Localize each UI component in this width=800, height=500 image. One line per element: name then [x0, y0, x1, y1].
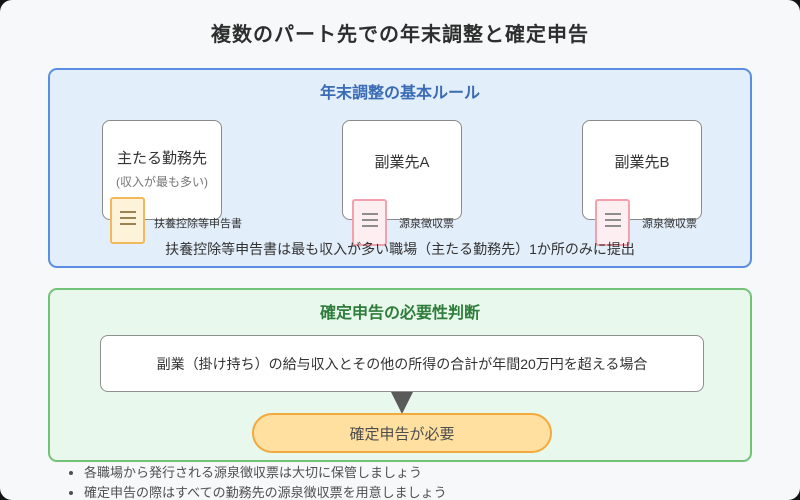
- workplace-name: 主たる勤務先: [116, 150, 207, 167]
- document-icon: [352, 199, 387, 246]
- page-title: 複数のパート先での年末調整と確定申告: [211, 24, 589, 46]
- down-arrow-icon: [391, 392, 413, 414]
- kakutei-section-title: 確定申告の必要性判断: [319, 305, 480, 322]
- document-label: 源泉徴収票: [399, 218, 454, 230]
- nenmatsu-rules-section: 年末調整の基本ルール 主たる勤務先 (収入が最も多い) 副業先A 副業先B 扶養…: [48, 68, 752, 268]
- document-label: 扶養控除等申告書: [154, 218, 242, 230]
- footer-note-item: 各職場から発行される源泉徴収票は大切に保管しましょう: [84, 463, 447, 483]
- workplace-subtitle: (収入が最も多い): [116, 175, 208, 189]
- document-icon: [595, 199, 630, 246]
- nenmatsu-rule-note: 扶養控除等申告書は最も収入が多い職場（主たる勤務先）1か所のみに提出: [165, 241, 635, 257]
- nenmatsu-section-title: 年末調整の基本ルール: [319, 85, 480, 102]
- workplace-name: 副業先A: [374, 154, 430, 171]
- condition-box: 副業（掛け持ち）の給与収入とその他の所得の合計が年間20万円を超える場合: [100, 335, 704, 392]
- workplace-name: 副業先B: [614, 154, 670, 171]
- footer-notes-list: 各職場から発行される源泉徴収票は大切に保管しましょう 確定申告の際はすべての勤務…: [68, 463, 447, 500]
- document-label: 源泉徴収票: [642, 218, 697, 230]
- result-pill: 確定申告が必要: [252, 413, 552, 453]
- document-icon: [110, 197, 145, 244]
- footer-note-item: 確定申告の際はすべての勤務先の源泉徴収票を用意しましょう: [84, 483, 447, 500]
- kakutei-necessity-section: 確定申告の必要性判断 副業（掛け持ち）の給与収入とその他の所得の合計が年間20万…: [48, 288, 752, 462]
